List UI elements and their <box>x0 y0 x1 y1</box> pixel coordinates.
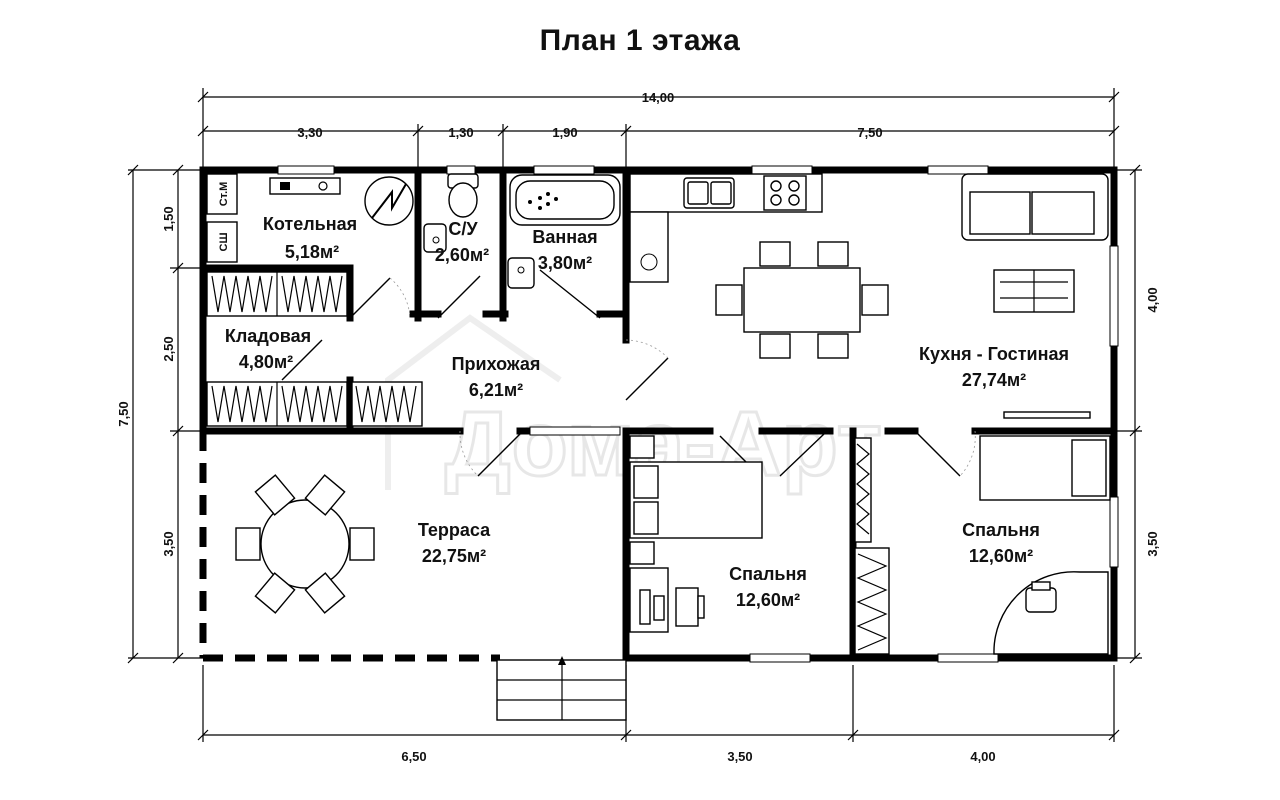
dim-bottom-3: 4,00 <box>970 749 995 764</box>
window <box>529 426 621 436</box>
terrace-furniture <box>235 474 627 721</box>
room-area-bedroom1: 12,60м² <box>736 590 800 610</box>
dimension-lines <box>127 88 1142 742</box>
room-area-terrace: 22,75м² <box>422 546 486 566</box>
boiler-room-fixtures: Ст.М СШ <box>206 173 414 263</box>
shaft-label: СШ <box>218 233 230 252</box>
room-area-kitchen: 27,74м² <box>962 370 1026 390</box>
dim-left-1: 1,50 <box>161 206 176 231</box>
kitchen-fixtures <box>629 173 1109 419</box>
room-area-hall: 6,21м² <box>469 380 523 400</box>
dim-top-1: 3,30 <box>297 125 322 140</box>
dim-left-2: 2,50 <box>161 336 176 361</box>
room-labels: Котельная 5,18м² С/У 2,60м² Ванная 3,80м… <box>225 214 1069 610</box>
dim-right-2: 3,50 <box>1145 531 1160 556</box>
room-name-kitchen: Кухня - Гостиная <box>919 344 1069 364</box>
dim-bottom-1: 6,50 <box>401 749 426 764</box>
window <box>446 165 476 175</box>
terrace-outline <box>199 431 500 662</box>
room-name-storage: Кладовая <box>225 326 311 346</box>
dimension-labels: 14,00 3,30 1,30 1,90 7,50 6,50 3,50 4,00… <box>116 90 1160 764</box>
room-area-bedroom2: 12,60м² <box>969 546 1033 566</box>
window <box>927 165 989 175</box>
window <box>533 165 595 175</box>
room-name-terrace: Терраса <box>418 520 491 540</box>
room-name-bath: Ванная <box>532 227 597 247</box>
wc-fixtures <box>423 173 479 253</box>
room-area-boiler: 5,18м² <box>285 242 339 262</box>
plan-title: План 1 этажа <box>539 24 741 57</box>
doors <box>281 269 976 477</box>
room-name-wc: С/У <box>448 219 478 239</box>
window <box>749 653 811 663</box>
room-name-bedroom1: Спальня <box>729 564 807 584</box>
room-name-boiler: Котельная <box>263 214 357 234</box>
dim-top-total: 14,00 <box>642 90 675 105</box>
room-area-storage: 4,80м² <box>239 352 293 372</box>
room-area-bath: 3,80м² <box>538 253 592 273</box>
window <box>277 165 335 175</box>
bedroom1-furniture <box>629 435 763 633</box>
dim-top-4: 7,50 <box>857 125 882 140</box>
room-area-wc: 2,60м² <box>435 245 489 265</box>
bedroom2-furniture <box>854 435 1111 655</box>
dim-top-3: 1,90 <box>552 125 577 140</box>
window <box>751 165 813 175</box>
room-name-hall: Прихожая <box>452 354 541 374</box>
dim-left-total: 7,50 <box>116 401 131 426</box>
windows <box>277 165 1119 663</box>
walls <box>199 166 1118 662</box>
dim-top-2: 1,30 <box>448 125 473 140</box>
storage-shelves <box>206 271 423 427</box>
dim-bottom-2: 3,50 <box>727 749 752 764</box>
dim-right-1: 4,00 <box>1145 287 1160 312</box>
room-name-bedroom2: Спальня <box>962 520 1040 540</box>
window <box>1109 245 1119 347</box>
bathroom-fixtures <box>507 174 621 289</box>
meter-label: Ст.М <box>218 182 230 207</box>
window <box>1109 496 1119 568</box>
dim-left-3: 3,50 <box>161 531 176 556</box>
window <box>937 653 999 663</box>
